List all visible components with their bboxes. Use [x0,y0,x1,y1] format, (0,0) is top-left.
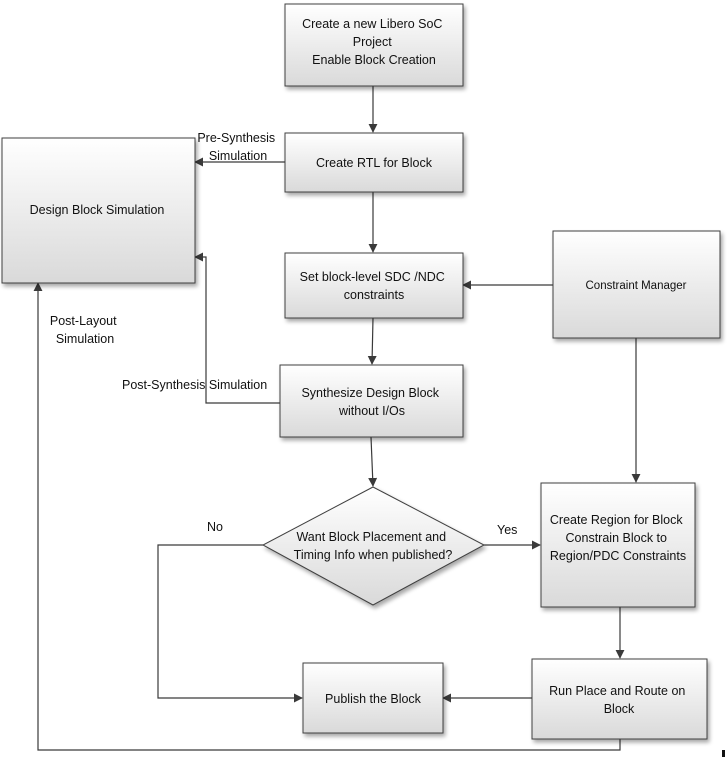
label-constraint-manager: Constraint Manager [586,280,687,292]
label-place-route: Run Place and Route on Block [549,684,689,716]
box-synthesize [279,364,464,438]
label-pre-synthesis: Pre-Synthesis Simulation [197,131,278,163]
label-no: No [207,520,223,534]
edge-labels: Pre-Synthesis Simulation Post-Layout Sim… [50,131,518,537]
box-constraint-manager [552,230,721,339]
label-decision: Want Block Placement and Timing Info whe… [294,530,453,562]
label-create-rtl: Create RTL for Block [316,156,433,170]
arrow-synth-to-sim [194,252,280,404]
box-create-rtl [284,132,464,193]
connectors [33,86,641,751]
box-create-region [540,482,696,608]
label-post-synthesis: Post-Synthesis Simulation [122,378,267,392]
node-labels: Create a new Libero SoC Project Enable B… [30,17,689,716]
arrow-place-route-to-sim [33,282,621,751]
box-create-project [284,3,464,87]
label-design-sim: Design Block Simulation [30,203,165,217]
label-publish: Publish the Block [325,692,422,706]
box-publish [302,662,444,734]
arrow-synth-to-decision [368,436,378,487]
edge-mark [722,750,725,757]
arrow-decision-no-to-publish [157,544,303,703]
diamond-decision [261,486,486,606]
label-create-region: Create Region for Block Constrain Block … [550,513,686,563]
arrow-constraints-to-synth [367,317,377,365]
label-set-constraints: Set block-level SDC /NDC constraints [300,270,449,302]
nodes [1,3,721,740]
label-yes: Yes [497,523,517,537]
label-create-project: Create a new Libero SoC Project Enable B… [302,17,446,67]
box-design-sim [1,137,196,284]
label-post-layout: Post-Layout Simulation [50,314,120,346]
box-place-route [531,658,708,740]
box-set-constraints [284,252,464,319]
label-synthesize: Synthesize Design Block without I/Os [301,386,442,418]
